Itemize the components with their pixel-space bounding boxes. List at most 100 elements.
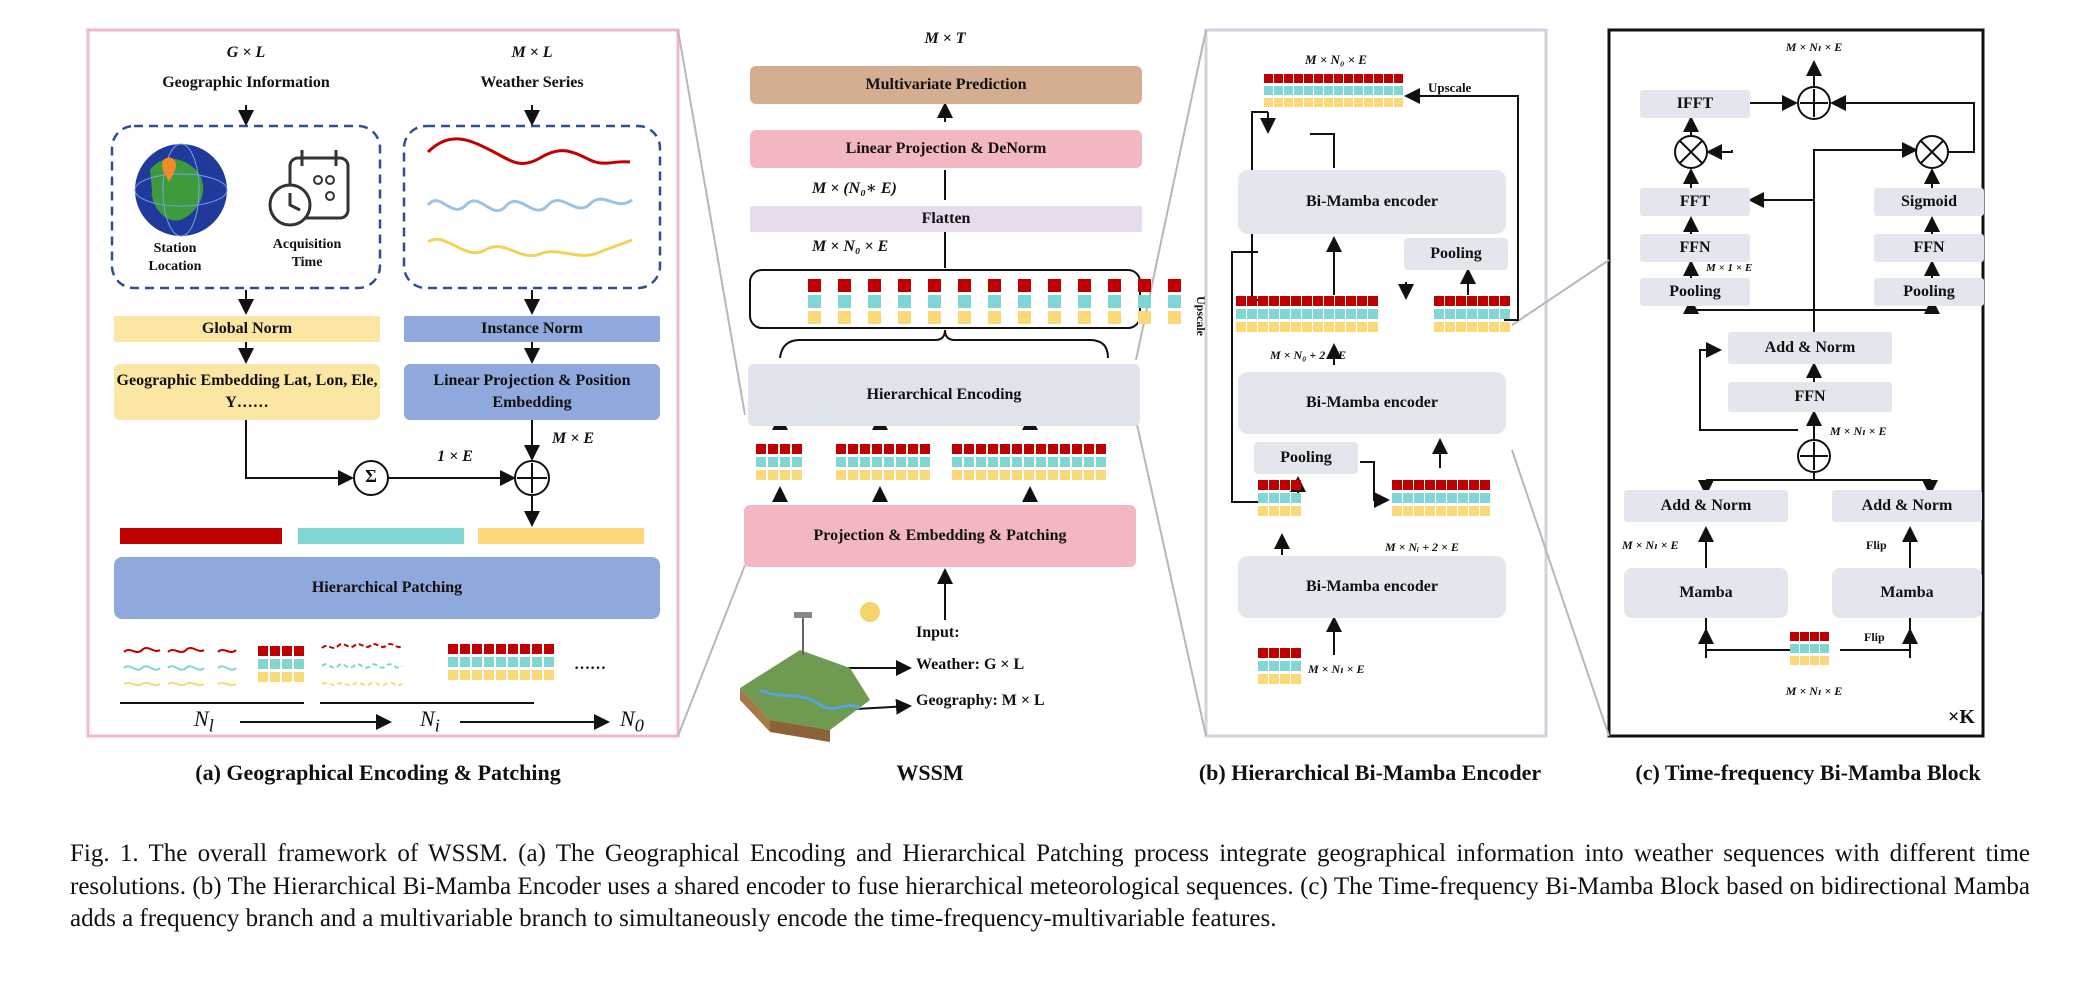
token-cell xyxy=(484,657,494,667)
b-dim-bottom: M × Nₗ × E xyxy=(1308,662,1365,676)
token-cell xyxy=(1060,444,1070,454)
projection-embedding-box: Projection & Embedding & Patching xyxy=(744,505,1136,567)
token-cell xyxy=(868,279,881,292)
token-cell xyxy=(1280,480,1290,490)
token-cell xyxy=(1258,648,1268,658)
token-cell xyxy=(808,279,821,292)
weather-title: Weather Series xyxy=(480,74,584,91)
token-cell xyxy=(952,444,962,454)
token-cell xyxy=(1456,309,1466,319)
token-cell xyxy=(1274,98,1283,107)
token-cell xyxy=(898,295,911,308)
token-cell xyxy=(860,457,870,467)
token-cell xyxy=(1280,309,1290,319)
flip-label-bottom: Flip xyxy=(1864,630,1885,644)
n-0-label: N0 xyxy=(620,706,644,736)
token-cell xyxy=(952,457,962,467)
series-red xyxy=(426,137,631,165)
mamba-box-right: Mamba xyxy=(1832,568,1982,618)
token-cell xyxy=(838,311,851,324)
token-cell xyxy=(1810,656,1819,665)
token-cell xyxy=(1269,480,1279,490)
geography-input-label: Geography: M × L xyxy=(916,692,1045,709)
token-cell xyxy=(1447,506,1457,516)
token-cell xyxy=(1280,661,1290,671)
token-cell xyxy=(1280,648,1290,658)
token-cell xyxy=(1344,98,1353,107)
token-cell xyxy=(1469,506,1479,516)
token-cell xyxy=(964,470,974,480)
token-cell xyxy=(1096,457,1106,467)
wssm-out-dim: M × T xyxy=(924,30,966,47)
token-cell xyxy=(1302,322,1312,332)
token-cell xyxy=(1458,480,1468,490)
ffn-box-left: FFN xyxy=(1640,234,1750,262)
token-cell xyxy=(1264,74,1273,83)
token-cell xyxy=(908,470,918,480)
c-dim-mid: M × Nₗ × E xyxy=(1830,424,1887,438)
token-cell xyxy=(520,670,530,680)
input-label: Input: xyxy=(916,624,960,641)
token-cell xyxy=(1384,86,1393,95)
c-dim-m1e: M × 1 × E xyxy=(1706,262,1753,274)
token-cell xyxy=(496,670,506,680)
token-cell xyxy=(270,672,280,682)
token-cell xyxy=(988,295,1001,308)
token-cell xyxy=(868,311,881,324)
token-cell xyxy=(896,470,906,480)
token-cell xyxy=(1357,309,1367,319)
c-dim-left: M × Nₗ × E xyxy=(1622,538,1679,552)
token-cell xyxy=(768,444,778,454)
token-cell xyxy=(1456,322,1466,332)
token-cell xyxy=(1478,309,1488,319)
terrain xyxy=(740,650,870,730)
token-cell xyxy=(1258,506,1268,516)
token-cell xyxy=(884,470,894,480)
linear-projection-denorm-box: Linear Projection & DeNorm xyxy=(750,130,1142,168)
linear-projection-box: Linear Projection & Position Embedding xyxy=(404,364,660,420)
token-cell xyxy=(1500,296,1510,306)
flip-label-top: Flip xyxy=(1866,538,1887,552)
token-cell xyxy=(756,444,766,454)
token-cell xyxy=(1324,86,1333,95)
token-cell xyxy=(1060,470,1070,480)
token-cell xyxy=(868,295,881,308)
token-cell xyxy=(1264,86,1273,95)
token-cell xyxy=(1324,309,1334,319)
token-cell xyxy=(1314,74,1323,83)
token-cell xyxy=(1436,493,1446,503)
token-cell xyxy=(1414,493,1424,503)
token-cell xyxy=(1247,309,1257,319)
token-cell xyxy=(1258,674,1268,684)
token-cell xyxy=(1084,457,1094,467)
token-cell xyxy=(544,670,554,680)
token-cell xyxy=(258,672,268,682)
pooling-box-right: Pooling xyxy=(1404,238,1508,270)
token-cell xyxy=(1048,311,1061,324)
token-cell xyxy=(294,672,304,682)
token-cell xyxy=(1084,444,1094,454)
token-cell xyxy=(1346,322,1356,332)
geo-dim: G × L xyxy=(226,44,266,61)
token-cell xyxy=(1458,506,1468,516)
token-cell xyxy=(1072,470,1082,480)
token-cell xyxy=(270,659,280,669)
token-cell xyxy=(976,470,986,480)
token-cell xyxy=(1445,296,1455,306)
token-cell xyxy=(1364,74,1373,83)
token-cell xyxy=(1294,74,1303,83)
token-cell xyxy=(1012,457,1022,467)
token-cell xyxy=(908,457,918,467)
token-cell xyxy=(1078,279,1091,292)
token-cell xyxy=(1324,296,1334,306)
token-cell xyxy=(1302,309,1312,319)
token-cell xyxy=(508,644,518,654)
bi-mamba-encoder-mid: Bi-Mamba encoder xyxy=(1238,372,1506,434)
token-cell xyxy=(848,470,858,480)
token-cell xyxy=(1291,309,1301,319)
token-cell xyxy=(1269,506,1279,516)
token-cell xyxy=(258,659,268,669)
token-cell xyxy=(768,457,778,467)
token-cell xyxy=(1467,296,1477,306)
bi-mamba-encoder-bottom: Bi-Mamba encoder xyxy=(1238,556,1506,618)
